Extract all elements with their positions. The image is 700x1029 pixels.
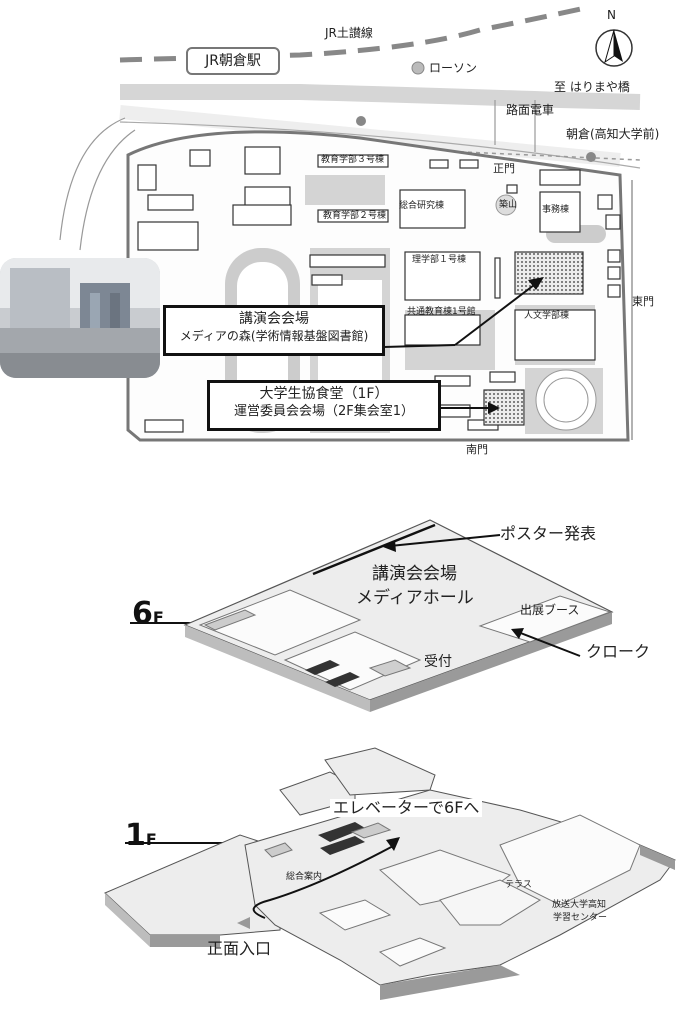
cloak-label: クローク [586,642,651,661]
entrance-label: 正面入口 [207,939,272,958]
lawson-label: ローソン [429,61,478,75]
tram-label: 路面電車 [506,103,555,117]
research-label: 総合研究棟 [399,201,445,211]
venue-title: 講演会会場 [239,311,309,327]
floor1-label: 1F [125,818,157,853]
coop-title: 大学生協食堂（1F） [259,386,389,402]
humanities-label: 人文学部棟 [524,311,570,321]
south-gate-label: 南門 [466,443,488,456]
ouj-label-line2: 学習センター [553,913,608,923]
main-gate-label: 正門 [493,162,515,175]
venue-callout[interactable]: 講演会会場 メディアの森(学術情報基盤図書館) [163,305,385,356]
north-label: N [607,8,616,22]
info-desk-label: 総合案内 [286,872,323,882]
reception-label: 受付 [424,654,452,670]
to-harimaya-label: 至 はりまや橋 [554,80,630,94]
common1-label: 共通教育棟1号館 [407,307,476,317]
admin-label: 事務棟 [542,205,570,215]
jr-asakura-station[interactable]: JR朝倉駅 [186,47,280,75]
edu3-label: 教育学部３号棟 [321,155,385,165]
ouj-label-line1: 放送大学高知 [552,900,607,910]
media-forest-building [514,251,584,295]
tram-stop-label: 朝倉(高知大学前) [566,127,660,141]
terrace-label: テラス [505,880,532,890]
coop-subtitle: 運営委員会会場（2F集会室1） [233,403,415,419]
coop-callout[interactable]: 大学生協食堂（1F） 運営委員会会場（2F集会室1） [207,380,441,431]
hall-label-line2: メディアホール [356,588,474,608]
edu2-label: 教育学部２号棟 [323,211,387,221]
floor6-label: 6F [132,596,164,631]
rail-line [119,5,586,63]
poster-label: ポスター発表 [500,524,597,543]
floor1-plan [104,747,676,1000]
venue-subtitle: メディアの森(学術情報基盤図書館) [179,328,369,343]
science1-label: 理学部１号棟 [412,255,467,265]
booth-label: 出展ブース [520,603,580,617]
elevator-label: エレベーターで6Fへ [330,799,483,817]
campus-photo [0,258,160,378]
tsukiyama-label: 築山 [499,200,518,210]
east-gate-label: 東門 [632,295,654,308]
hall-label-line1: 講演会会場 [372,564,457,584]
rail-line-label: JR土讃線 [325,26,373,40]
